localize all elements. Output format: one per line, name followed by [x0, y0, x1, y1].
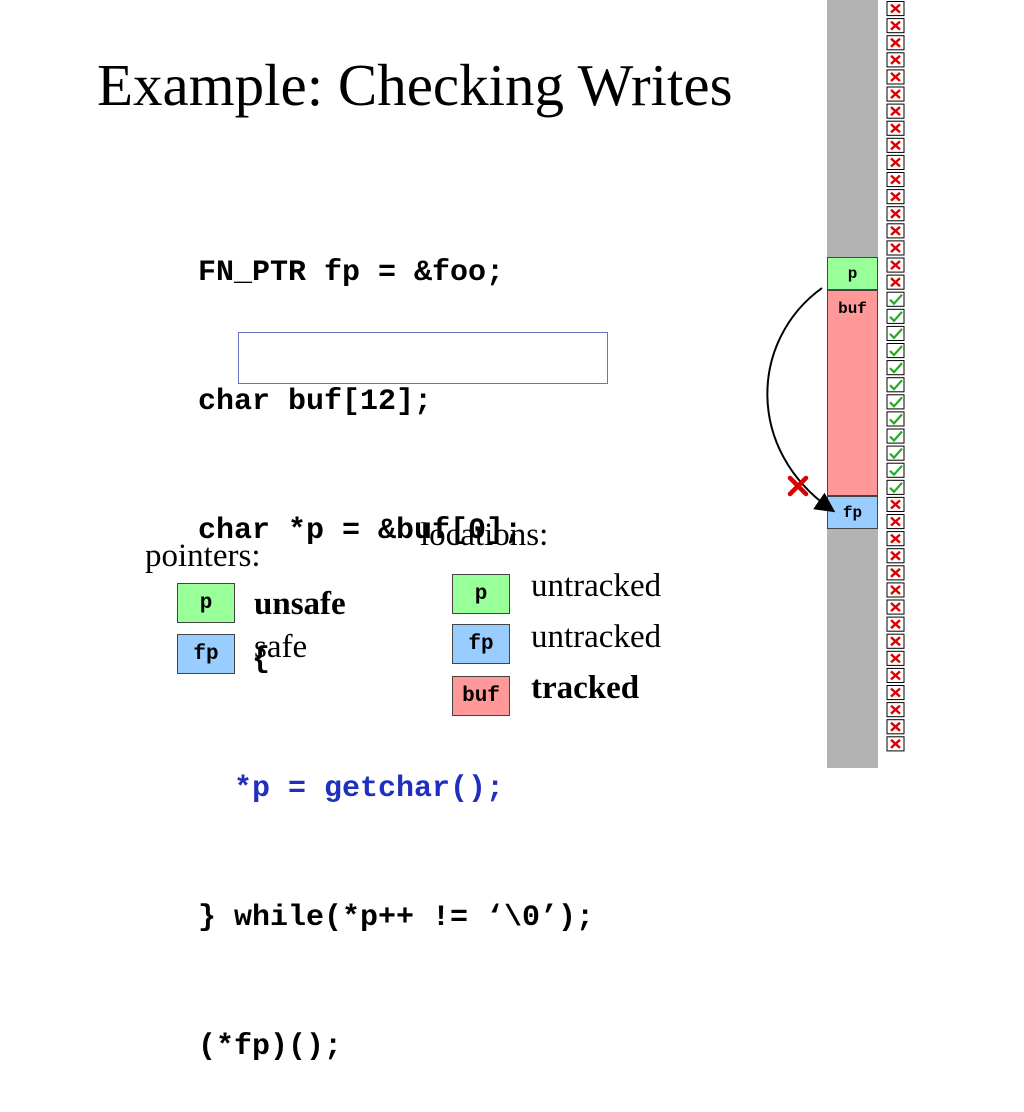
cross-icon — [886, 69, 905, 85]
cross-icon — [886, 206, 905, 222]
location-chip-fp: fp — [452, 624, 510, 664]
check-icon — [886, 291, 905, 307]
cross-icon — [886, 103, 905, 119]
cross-icon — [886, 582, 905, 598]
memory-cell-buf: buf — [827, 290, 878, 496]
cross-icon — [886, 1, 905, 17]
cross-icon — [886, 616, 905, 632]
location-chip-p: p — [452, 574, 510, 614]
code-line: FN_PTR fp = &foo; — [198, 256, 505, 290]
location-status-fp: untracked — [531, 619, 662, 655]
cross-icon — [886, 702, 905, 718]
cross-icon — [886, 685, 905, 701]
cross-icon — [886, 736, 905, 752]
slide-title: Example: Checking Writes — [97, 52, 733, 118]
code-line: char buf[12]; — [198, 385, 433, 419]
pointers-heading: pointers: — [145, 538, 261, 574]
check-icon — [886, 462, 905, 478]
cross-icon — [886, 719, 905, 735]
check-icon — [886, 343, 905, 359]
cross-icon — [886, 257, 905, 273]
cross-icon — [886, 667, 905, 684]
cross-icon — [886, 548, 905, 564]
check-icon — [886, 308, 905, 324]
cross-icon — [886, 599, 905, 615]
pointer-chip-fp: fp — [177, 634, 235, 674]
location-status-buf: tracked — [531, 670, 640, 706]
cross-icon — [886, 274, 905, 290]
cross-icon — [886, 35, 905, 51]
cross-icon — [886, 496, 905, 512]
pointer-chip-p: p — [177, 583, 235, 623]
pointer-status-fp: safe — [254, 629, 308, 665]
location-chip-buf: buf — [452, 676, 510, 716]
location-status-p: untracked — [531, 568, 662, 604]
cross-icon — [886, 223, 905, 239]
memory-cell-fp: fp — [827, 496, 878, 529]
cross-icon — [886, 633, 905, 649]
cross-icon — [787, 475, 809, 497]
check-icon — [886, 360, 905, 376]
cross-icon — [886, 52, 905, 68]
code-line-highlighted: *p = getchar(); — [198, 772, 505, 806]
code-line: } while(*p++ != ‘\0’); — [198, 901, 595, 935]
cross-icon — [886, 650, 905, 666]
memory-status-column — [886, 1, 905, 752]
cross-icon — [886, 154, 905, 170]
locations-heading: locations: — [420, 517, 549, 553]
cross-icon — [886, 18, 905, 34]
check-icon — [886, 325, 905, 341]
cross-icon — [886, 137, 905, 153]
cross-icon — [886, 531, 905, 547]
cross-icon — [886, 86, 905, 102]
code-line: (*fp)(); — [198, 1030, 343, 1064]
memory-cell-p: p — [827, 257, 878, 290]
cross-icon — [886, 240, 905, 256]
check-icon — [886, 377, 905, 393]
cross-icon — [886, 514, 905, 530]
overflow-arrow — [766, 287, 836, 513]
code-line: char *p = &buf[0]; — [198, 514, 523, 548]
highlight-box — [238, 332, 608, 384]
cross-icon — [886, 565, 905, 581]
cross-icon — [886, 172, 905, 188]
pointer-status-p: unsafe — [254, 586, 346, 622]
check-icon — [886, 479, 905, 495]
cross-icon — [886, 189, 905, 205]
check-icon — [886, 394, 905, 410]
check-icon — [886, 445, 905, 461]
cross-icon — [886, 120, 905, 136]
check-icon — [886, 428, 905, 444]
check-icon — [886, 411, 905, 427]
